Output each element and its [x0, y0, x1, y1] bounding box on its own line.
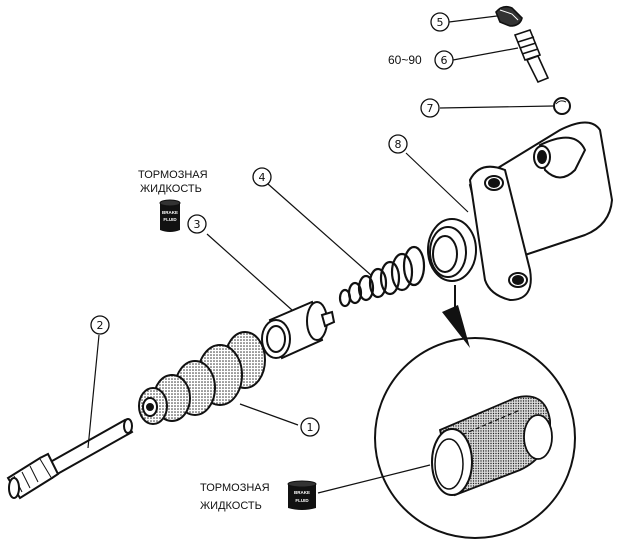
leader-lines	[87, 15, 554, 494]
cylinder-body	[427, 121, 614, 302]
callout-1-number: 1	[307, 421, 314, 434]
brake-fluid-top-line1: ТОРМОЗНАЯ	[138, 169, 208, 181]
callout-8: 8	[388, 134, 408, 154]
bottle-top-text-2: FLUID	[163, 217, 177, 222]
callout-6-number: 6	[441, 54, 448, 67]
callout-3-number: 3	[194, 218, 201, 231]
callout-5-number: 5	[437, 16, 444, 29]
torque-label: 60~90	[388, 53, 422, 67]
callout-5: 5	[430, 12, 450, 32]
magnifier-circle	[374, 337, 576, 539]
callout-3: 3	[187, 214, 207, 234]
brake-fluid-bottle-icon: BRAKE FLUID	[159, 199, 181, 232]
bottle-bottom-text-1: BRAKE	[294, 490, 310, 495]
callout-2: 2	[90, 315, 110, 335]
brake-fluid-bottle-icon: BRAKE FLUID	[287, 480, 317, 510]
callout-2-number: 2	[97, 319, 104, 332]
brake-fluid-top-line2: ЖИДКОСТЬ	[140, 183, 202, 195]
steel-ball	[553, 97, 571, 115]
callout-1: 1	[300, 417, 320, 437]
spring	[338, 245, 426, 308]
boot	[138, 331, 266, 425]
callout-8-number: 8	[395, 138, 402, 151]
bottle-bottom-text-2: FLUID	[295, 498, 309, 503]
bleeder-cap	[495, 5, 523, 27]
callout-7-number: 7	[427, 102, 434, 115]
magnifier-pointer	[442, 285, 470, 348]
bottle-top-text-1: BRAKE	[162, 210, 178, 215]
push-rod	[6, 418, 134, 500]
brake-fluid-bottom-line1: ТОРМОЗНАЯ	[200, 482, 270, 494]
brake-fluid-bottom-line2: ЖИДКОСТЬ	[200, 500, 262, 512]
callout-4-number: 4	[259, 171, 266, 184]
callout-7: 7	[420, 98, 440, 118]
piston	[261, 300, 336, 360]
callout-4: 4	[252, 167, 272, 187]
bleeder-screw	[513, 29, 550, 84]
callout-6: 6	[434, 50, 454, 70]
